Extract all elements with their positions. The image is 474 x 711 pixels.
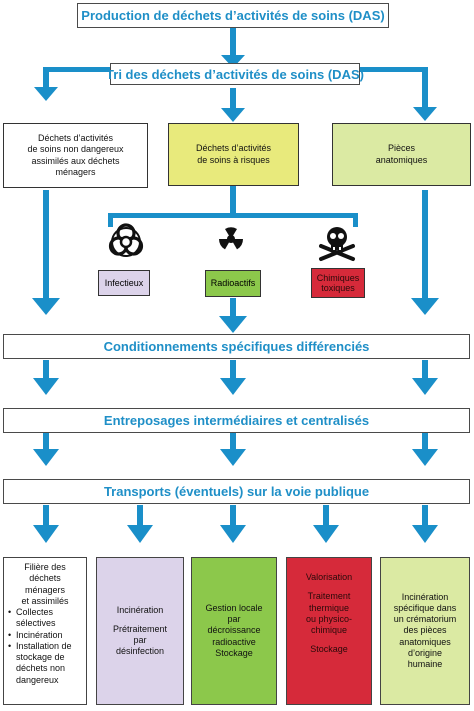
- entreposages-title: Entreposages intermédiaires et centralis…: [103, 413, 370, 428]
- filiere-item: Incinération: [7, 630, 83, 642]
- outcome-line: Prétraitement: [112, 623, 168, 634]
- tri-bar: Tri des déchets d’activités de soins (DA…: [106, 63, 364, 85]
- outcome-infectieux: Incinération Prétraitement par désinfect…: [96, 557, 184, 705]
- outcome-line: des pièces: [403, 625, 447, 636]
- category-line: anatomiques: [375, 154, 428, 165]
- hazard-label-line1: Chimiques: [316, 272, 360, 283]
- outcome-line: Valorisation: [305, 572, 353, 582]
- outcome-filiere: Filière des déchets ménagers et assimilé…: [3, 557, 87, 705]
- outcome-spacer: [100, 616, 180, 624]
- hazard-radioactifs: Radioactifs: [205, 270, 261, 297]
- outcome-line: Traitement: [307, 591, 351, 602]
- category-line: ménagers: [55, 166, 96, 177]
- filiere-item: Installation de stockage de déchets non …: [7, 641, 83, 686]
- outcome-line: d’origine: [407, 647, 443, 658]
- skull-crossbones-icon: [319, 227, 355, 261]
- hazard-label-line2: toxiques: [321, 283, 355, 293]
- category-line: assimilés aux déchets: [31, 155, 120, 166]
- outcome-line: Stockage: [215, 647, 253, 658]
- category-line: de soins à risques: [197, 154, 270, 165]
- outcome-line: Stockage: [310, 644, 348, 655]
- outcome-line: Filière des: [24, 562, 66, 572]
- outcome-radioactifs: Gestion locale par décroissance radioact…: [191, 557, 277, 705]
- category-line: Déchets d’activités: [37, 133, 114, 143]
- outcome-line: anatomiques: [399, 636, 451, 647]
- conditionnements-bar: Conditionnements spécifiques différencié…: [3, 334, 470, 359]
- outcome-line: Gestion locale: [205, 602, 263, 613]
- radiation-icon: [219, 227, 243, 250]
- hazard-infectieux: Infectieux: [98, 270, 150, 296]
- outcome-line: par: [227, 614, 241, 625]
- category-risques: Déchets d’activités de soins à risques: [168, 123, 299, 186]
- biohazard-icon: [108, 223, 144, 257]
- filiere-item: Collectes sélectives: [7, 607, 83, 630]
- entreposages-bar: Entreposages intermédiaires et centralis…: [3, 408, 470, 433]
- category-line: de soins non dangereux: [27, 144, 124, 155]
- outcome-line: humaine: [407, 659, 443, 670]
- tri-title: Tri des déchets d’activités de soins (DA…: [106, 66, 364, 82]
- outcome-line: radioactive: [212, 636, 256, 647]
- arrow-set: [32, 27, 439, 543]
- outcome-line: et assimilés: [21, 595, 69, 606]
- transports-bar: Transports (éventuels) sur la voie publi…: [3, 479, 470, 504]
- outcome-line: déchets: [29, 573, 61, 584]
- outcome-line: Incinération: [401, 591, 449, 602]
- category-line: Déchets d’activités: [195, 143, 272, 154]
- outcome-chimiques: Valorisation Traitement thermique ou phy…: [286, 557, 372, 705]
- outcome-line: chimique: [310, 625, 348, 635]
- header-production: Production de déchets d’activités de soi…: [77, 3, 389, 28]
- outcome-line: un crématorium: [393, 614, 457, 625]
- outcome-line: thermique: [308, 602, 350, 613]
- transports-title: Transports (éventuels) sur la voie publi…: [103, 484, 370, 499]
- category-line: Pièces: [387, 143, 415, 154]
- outcome-pieces: Incinération spécifique dans un crémator…: [380, 557, 470, 705]
- hazard-chimiques-toxiques: Chimiques toxiques: [311, 268, 365, 298]
- outcome-spacer: [290, 583, 368, 591]
- outcome-line: ou physico-: [305, 613, 353, 624]
- category-non-dangereux: Déchets d’activités de soins non dangere…: [3, 123, 148, 188]
- outcome-line: ménagers: [24, 584, 66, 595]
- outcome-spacer: [290, 636, 368, 644]
- outcome-line: spécifique dans: [393, 602, 457, 613]
- category-pieces-anatomiques: Pièces anatomiques: [332, 123, 471, 186]
- hazard-label: Infectieux: [104, 277, 144, 288]
- conditionnements-title: Conditionnements spécifiques différencié…: [103, 339, 370, 354]
- outcome-line: Incinération: [116, 604, 164, 615]
- filiere-list: Collectes sélectives Incinération Instal…: [7, 607, 83, 686]
- header-title: Production de déchets d’activités de soi…: [81, 8, 385, 23]
- hazard-label: Radioactifs: [210, 278, 256, 289]
- outcome-line: décroissance: [207, 625, 261, 636]
- outcome-line: désinfection: [115, 646, 165, 657]
- outcome-line: par: [133, 635, 147, 645]
